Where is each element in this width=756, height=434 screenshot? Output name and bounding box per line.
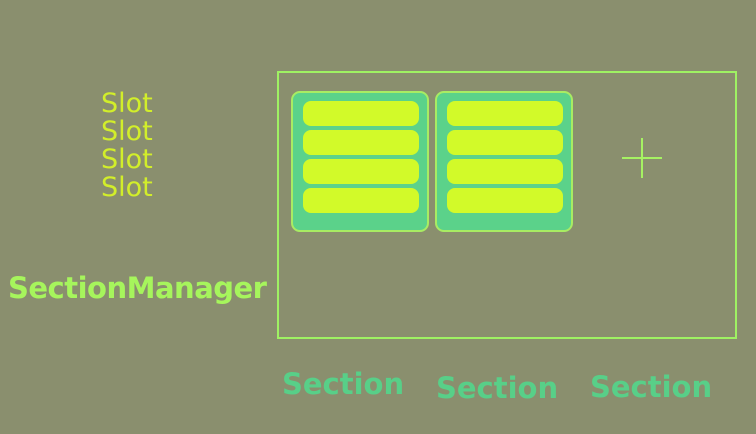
slot-label: Slot — [101, 144, 153, 175]
section-label: Section — [282, 367, 405, 401]
slot-item[interactable] — [303, 188, 419, 213]
slot-item[interactable] — [447, 101, 563, 126]
section-manager-label: SectionManager — [8, 271, 267, 305]
slot-item[interactable] — [303, 130, 419, 155]
section-label: Section — [436, 371, 559, 405]
slot-item[interactable] — [447, 188, 563, 213]
slot-item[interactable] — [303, 159, 419, 184]
slot-item[interactable] — [447, 130, 563, 155]
slot-item[interactable] — [447, 159, 563, 184]
slot-label: Slot — [101, 88, 153, 119]
slot-item[interactable] — [303, 101, 419, 126]
section-label: Section — [590, 370, 713, 404]
plus-icon[interactable] — [622, 138, 662, 178]
slot-label: Slot — [101, 172, 153, 203]
slot-legend: Slot Slot Slot Slot — [101, 90, 153, 202]
section-card[interactable] — [435, 91, 573, 232]
section-card[interactable] — [291, 91, 429, 232]
slot-label: Slot — [101, 116, 153, 147]
section-manager-container — [277, 71, 737, 339]
